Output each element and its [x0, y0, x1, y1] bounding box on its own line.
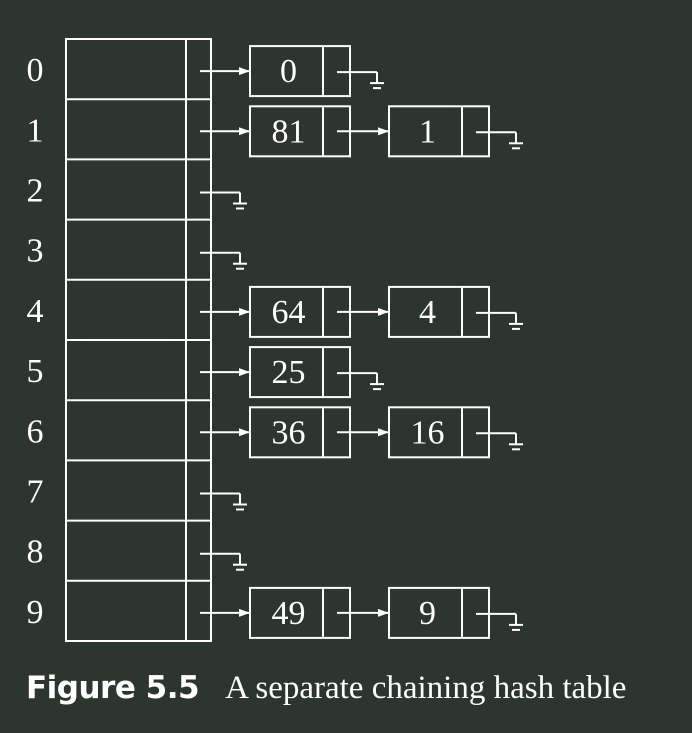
arrow-head: [239, 428, 250, 437]
null-ground-symbol: [476, 612, 523, 631]
figure-caption: Figure 5.5 A separate chaining hash table: [26, 670, 626, 707]
node-key: 0: [280, 53, 297, 90]
list-node: 0: [249, 45, 351, 98]
arrow-head: [239, 368, 250, 377]
row-index-label: 0: [27, 52, 44, 89]
node-key: 16: [411, 414, 445, 451]
table-slot-0: [66, 39, 211, 99]
node-key: 81: [272, 113, 306, 150]
arrow-head: [239, 127, 250, 136]
arrow-head: [239, 307, 250, 316]
table-slot-6: [66, 400, 211, 460]
table-slot-7: [66, 460, 211, 520]
null-ground-symbol: [337, 372, 384, 391]
list-node: 1: [388, 105, 490, 158]
index-labels: 0 1 2 3 4 5 6 7 8 9: [27, 52, 44, 631]
chains: 0 81 1 64 4 25 36 16 49 9: [200, 45, 523, 639]
null-ground-symbol: [476, 311, 523, 330]
list-node: 25: [249, 346, 351, 399]
list-node: 36: [249, 406, 351, 459]
node-box: [388, 105, 490, 158]
node-box: [249, 45, 351, 98]
node-key: 4: [419, 294, 436, 331]
list-node: 64: [249, 285, 351, 338]
figure-label: Figure 5.5: [26, 670, 200, 706]
node-box: [388, 586, 490, 639]
node-key: 25: [272, 354, 306, 391]
list-node: 49: [249, 586, 351, 639]
node-key: 9: [419, 595, 436, 632]
null-ground-symbol: [200, 251, 247, 270]
arrow-head: [378, 608, 389, 617]
figure-caption-text: A separate chaining hash table: [225, 670, 627, 706]
row-index-label: 3: [27, 233, 44, 270]
table-slot-8: [66, 521, 211, 581]
row-index-label: 7: [27, 474, 44, 511]
null-ground-symbol: [337, 71, 384, 90]
null-ground-symbol: [476, 131, 523, 150]
arrow-head: [239, 608, 250, 617]
table-slot-9: [66, 581, 211, 641]
table-slot-1: [66, 99, 211, 159]
list-node: 81: [249, 105, 351, 158]
list-node: 4: [388, 285, 490, 338]
arrow-head: [239, 67, 250, 76]
table-slot-5: [66, 340, 211, 400]
node-key: 1: [419, 113, 436, 150]
node-box: [388, 285, 490, 338]
node-key: 36: [272, 414, 306, 451]
arrow-head: [378, 428, 389, 437]
null-ground-symbol: [200, 492, 247, 511]
row-index-label: 2: [27, 173, 44, 210]
row-index-label: 1: [27, 112, 44, 149]
row-index-label: 4: [27, 293, 44, 330]
row-index-label: 9: [27, 594, 44, 631]
arrow-head: [378, 307, 389, 316]
arrow-head: [378, 127, 389, 136]
row-index-label: 5: [27, 353, 44, 390]
table-slot-4: [66, 280, 211, 340]
list-node: 16: [388, 406, 490, 459]
node-key: 49: [272, 595, 306, 632]
list-node: 9: [388, 586, 490, 639]
null-ground-symbol: [200, 552, 247, 571]
table-slot-2: [66, 159, 211, 219]
hash-table: [65, 38, 212, 642]
null-ground-symbol: [200, 191, 247, 210]
null-ground-symbol: [476, 432, 523, 451]
row-index-label: 6: [27, 413, 44, 450]
table-slot-3: [66, 220, 211, 280]
node-key: 64: [272, 294, 306, 331]
row-index-label: 8: [27, 534, 44, 571]
